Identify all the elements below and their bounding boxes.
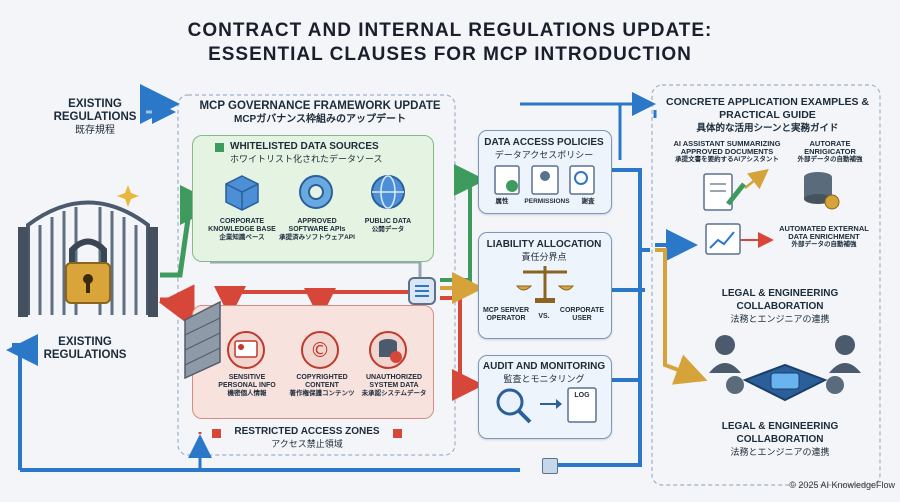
whitelist-title: WHITELISTED DATA SOURCES ホワイトリスト化されたデータソ…: [230, 141, 383, 164]
copyright-text: © 2025 AI KnowledgeFlow: [789, 480, 895, 490]
chart-card-icon: [705, 223, 741, 255]
right-panel-title: CONCRETE APPLICATION EXAMPLES & PRACTICA…: [665, 96, 869, 134]
liability-right: CORPORATE USER: [559, 307, 605, 322]
assistant-label: AI ASSISTANT SUMMARIZING APPROVED DOCUME…: [673, 139, 781, 164]
framework-header: MCP GOVERNANCE FRAMEWORK UPDATE MCPガバナンス…: [199, 100, 441, 125]
restricted-marker-left-icon: [212, 429, 221, 438]
collab-label-2: LEGAL & ENGINEERING COLLABORATION 法務とエンジ…: [721, 421, 839, 457]
gate-lock-icon: [18, 185, 158, 317]
scales-icon: [515, 266, 575, 303]
copyright-icon: ©: [301, 331, 339, 369]
document-pencil-icon: [703, 173, 746, 211]
hub-connector-icon: [408, 277, 436, 305]
brick-wall-icon: [184, 300, 221, 380]
restricted-title: RESTRICTED ACCESS ZONES アクセス禁止領域: [234, 426, 380, 449]
database-gear-icon: [804, 172, 840, 210]
globe-icon: [371, 175, 405, 209]
liability-left: MCP SERVER OPERATOR: [482, 307, 530, 322]
personal-info-icon: [227, 331, 265, 369]
policy-icons: [494, 165, 595, 195]
collaboration-chip-icon: [709, 335, 861, 402]
title-line-2: ESSENTIAL CLAUSES FOR MCP INTRODUCTION: [208, 44, 692, 65]
policy-icon-label-1: 属性: [495, 198, 509, 205]
collab-label-1: LEGAL & ENGINEERING COLLABORATION 法務とエンジ…: [721, 288, 839, 324]
existing-regulations-bottom: EXISTING REGULATIONS: [43, 336, 127, 361]
blocked-database-icon: [369, 331, 407, 369]
liability-vs: VS.: [538, 313, 550, 320]
policy-icon-label-2: PERMISSIONS: [524, 198, 570, 205]
magnifier-log-icons: [496, 387, 597, 424]
svg-text:©: ©: [310, 338, 330, 362]
bus-connector-icon: [542, 458, 558, 474]
data-access-title: DATA ACCESS POLICIES データアクセスポリシー: [484, 137, 604, 160]
log-label: LOG: [574, 392, 590, 399]
policy-icon-label-3: 謝査: [581, 198, 595, 205]
liability-title: LIABILITY ALLOCATION 責任分界点: [486, 239, 602, 262]
whitelist-marker-icon: [215, 143, 224, 152]
restricted-marker-right-icon: [393, 429, 402, 438]
audit-title: AUDIT AND MONITORING 監査とモニタリング: [482, 361, 606, 384]
existing-regulations-top: EXISTING REGULATIONS 既存規程: [53, 98, 137, 136]
database-cube-icon: [225, 175, 259, 211]
title-line-1: CONTRACT AND INTERNAL REGULATIONS UPDATE…: [187, 20, 713, 41]
api-gear-icon: [299, 175, 333, 209]
